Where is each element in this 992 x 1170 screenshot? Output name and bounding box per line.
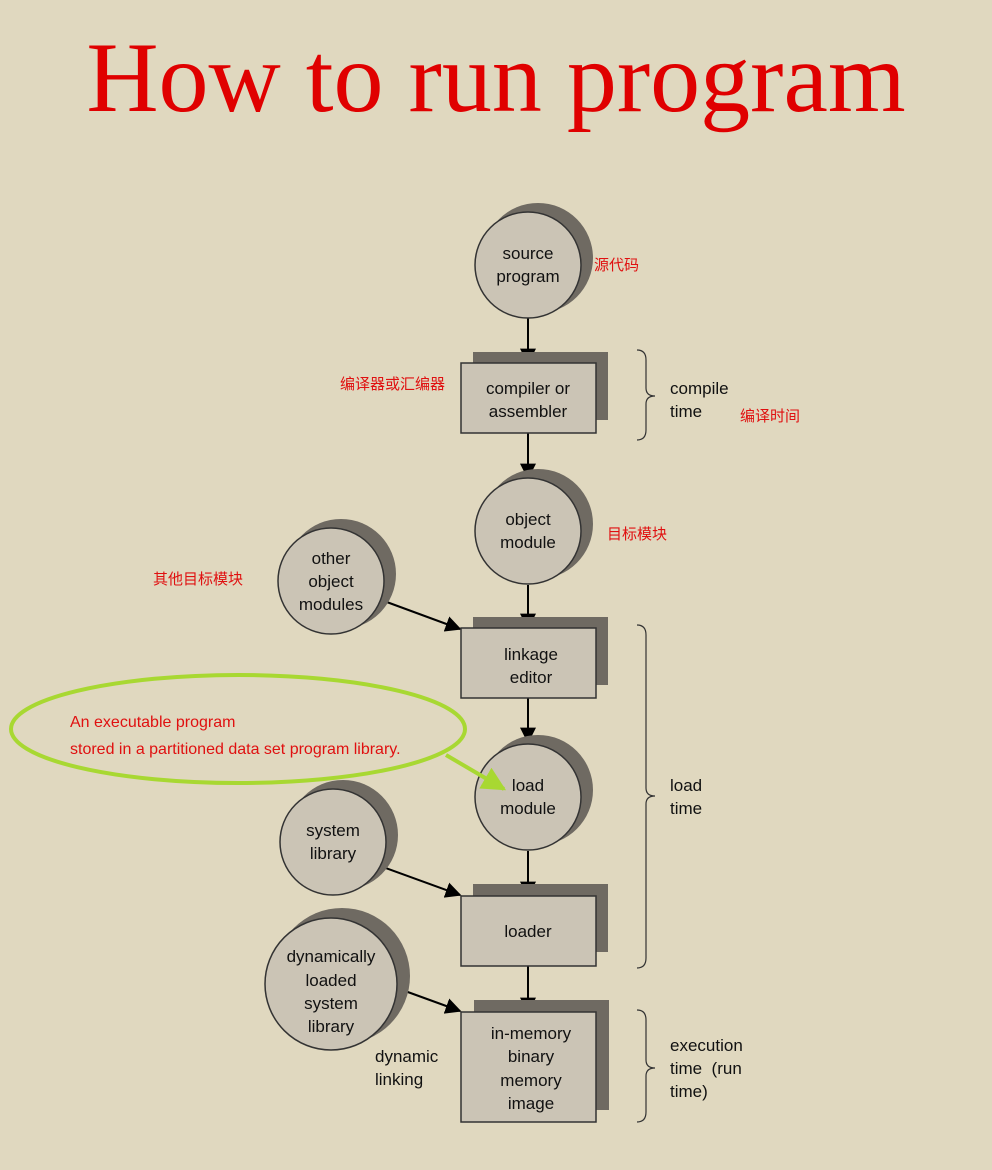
source-program-annotation: 源代码 — [594, 256, 639, 274]
compile-time-brace — [636, 349, 656, 441]
compiler-annotation: 编译器或汇编器 — [340, 375, 445, 393]
svg-text:loader: loader — [504, 922, 552, 941]
arrow-syslib-to-loader — [379, 865, 462, 898]
node-loader: loader — [460, 884, 608, 967]
callout-arrow — [444, 753, 507, 791]
object-module-annotation: 目标模块 — [607, 525, 667, 543]
other-modules-annotation: 其他目标模块 — [153, 570, 243, 588]
execution-time-brace — [636, 1009, 656, 1123]
load-time-brace — [636, 624, 656, 969]
arrow-other-to-linkage — [383, 600, 462, 632]
compile-time-annotation: 编译时间 — [740, 407, 800, 425]
page-title: How to run program — [86, 22, 906, 133]
